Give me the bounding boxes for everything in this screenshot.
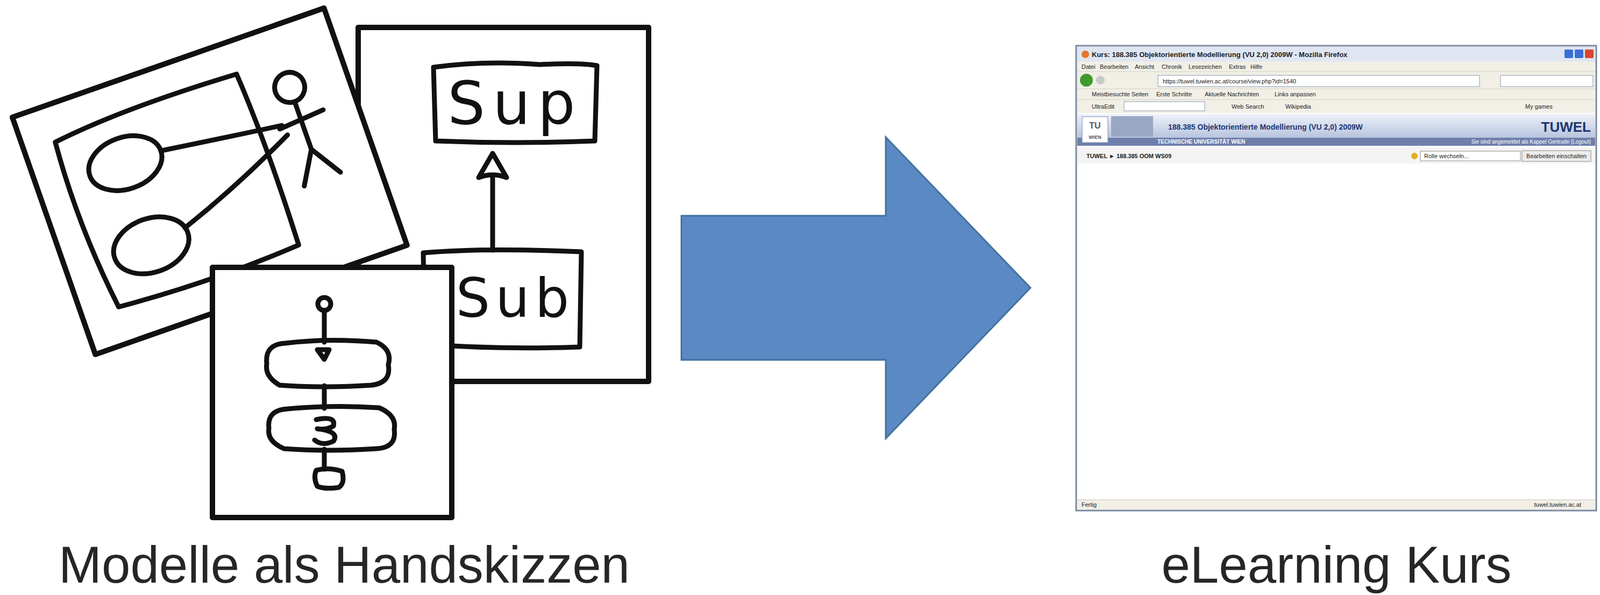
screenshot-text: Meistbesuchte Seiten [1091, 91, 1149, 98]
browser-screenshot [1076, 45, 1597, 511]
screenshot-text: WIEN [1088, 134, 1102, 140]
tu-logo [1082, 116, 1108, 143]
screenshot-text: TU [1089, 121, 1101, 131]
screenshot-text: Sie sind angemeldet als Kappel Gertrude … [1471, 139, 1591, 145]
separator [1077, 71, 1596, 73]
app-icon [1081, 50, 1090, 59]
separator [1077, 499, 1596, 501]
hand-sketches [12, 8, 649, 518]
flow-line [322, 449, 327, 469]
screenshot-text: Wikipedia [1285, 103, 1312, 110]
screenshot-text: Chronik [1161, 64, 1183, 70]
screenshot-text: Links anpassen [1274, 91, 1316, 98]
handwritten-class-name: Sup [447, 73, 583, 133]
status-bar [1077, 499, 1596, 510]
screenshot-text: UltraEdit [1091, 103, 1115, 110]
toolbars [1077, 61, 1596, 113]
sketch-sheet [212, 267, 452, 518]
header-strip [1077, 137, 1596, 146]
sketch-mark [314, 418, 336, 444]
action-sketch [266, 339, 390, 387]
caption: Modelle als Handskizzen [58, 536, 630, 594]
breadcrumb-bar [1077, 147, 1596, 164]
screenshot-text: Aktuelle Nachrichten [1204, 91, 1260, 98]
screenshot-text: Kurs: 188.385 Objektorientierte Modellie… [1091, 51, 1348, 59]
screenshot-text: Web Search [1231, 103, 1264, 110]
sketch-mark [317, 349, 330, 360]
screenshot-text: 188.385 Objektorientierte Modellierung (… [1168, 123, 1363, 131]
actor-head [270, 68, 309, 107]
screenshot-text: TUWEL [1541, 119, 1591, 134]
edit-button [1522, 150, 1591, 162]
actor-body [272, 93, 345, 188]
screenshot-text: Datei [1081, 64, 1096, 70]
header-photo [1111, 116, 1154, 137]
use-case-ellipse [105, 207, 197, 284]
window-button [1564, 49, 1574, 59]
screenshot-text: TUWEL ► 188.385 OOM WS09 [1086, 153, 1172, 160]
separator [1077, 99, 1596, 101]
screenshot-text: Bearbeiten einschalten [1526, 153, 1587, 160]
forward-button [1096, 75, 1105, 85]
action-sketch [268, 406, 395, 451]
use-case-ellipse [81, 126, 170, 201]
screenshot-text: Ansicht [1134, 64, 1155, 70]
separator [1077, 88, 1596, 90]
screenshot-text: Hilfe [1250, 64, 1263, 70]
screenshot-text: tuwel.tuwien.ac.at [1534, 501, 1582, 508]
association-line [167, 134, 306, 229]
back-button [1079, 73, 1093, 87]
address-bar [1157, 75, 1480, 87]
screenshot-text: TECHNISCHE UNIVERSITÄT WIEN [1157, 139, 1246, 145]
screenshot-text: Lesezeichen [1188, 64, 1222, 70]
inheritance-line [490, 177, 496, 251]
handwritten-class-name: Sub [456, 271, 575, 326]
title-bar [1077, 46, 1596, 62]
screenshot-text: My games [1525, 103, 1553, 110]
class-box-sketch [433, 62, 597, 143]
window-button [1574, 49, 1584, 59]
final-node-sketch [314, 468, 344, 488]
role-icon [1411, 152, 1418, 160]
caption: eLearning Kurs [1161, 536, 1512, 594]
screenshot-text: Erste Schritte [1156, 91, 1192, 98]
flow-line [322, 310, 327, 343]
screenshot-text: Rolle wechseln... [1424, 153, 1469, 160]
toolbar-combo [1124, 101, 1205, 111]
screenshot-text: https://tuwel.tuwien.ac.at/course/view.p… [1162, 78, 1297, 85]
block-arrow [681, 137, 1031, 439]
window-button [1584, 49, 1594, 59]
inheritance-triangle [478, 153, 507, 178]
screenshot-text: Fertig [1081, 501, 1097, 508]
role-dropdown [1420, 151, 1521, 161]
search-box [1500, 75, 1594, 87]
window-frame [1076, 45, 1597, 511]
screenshot-text: Extras [1228, 64, 1246, 70]
screenshot-text: Bearbeiten [1099, 64, 1129, 70]
site-header [1077, 114, 1596, 138]
